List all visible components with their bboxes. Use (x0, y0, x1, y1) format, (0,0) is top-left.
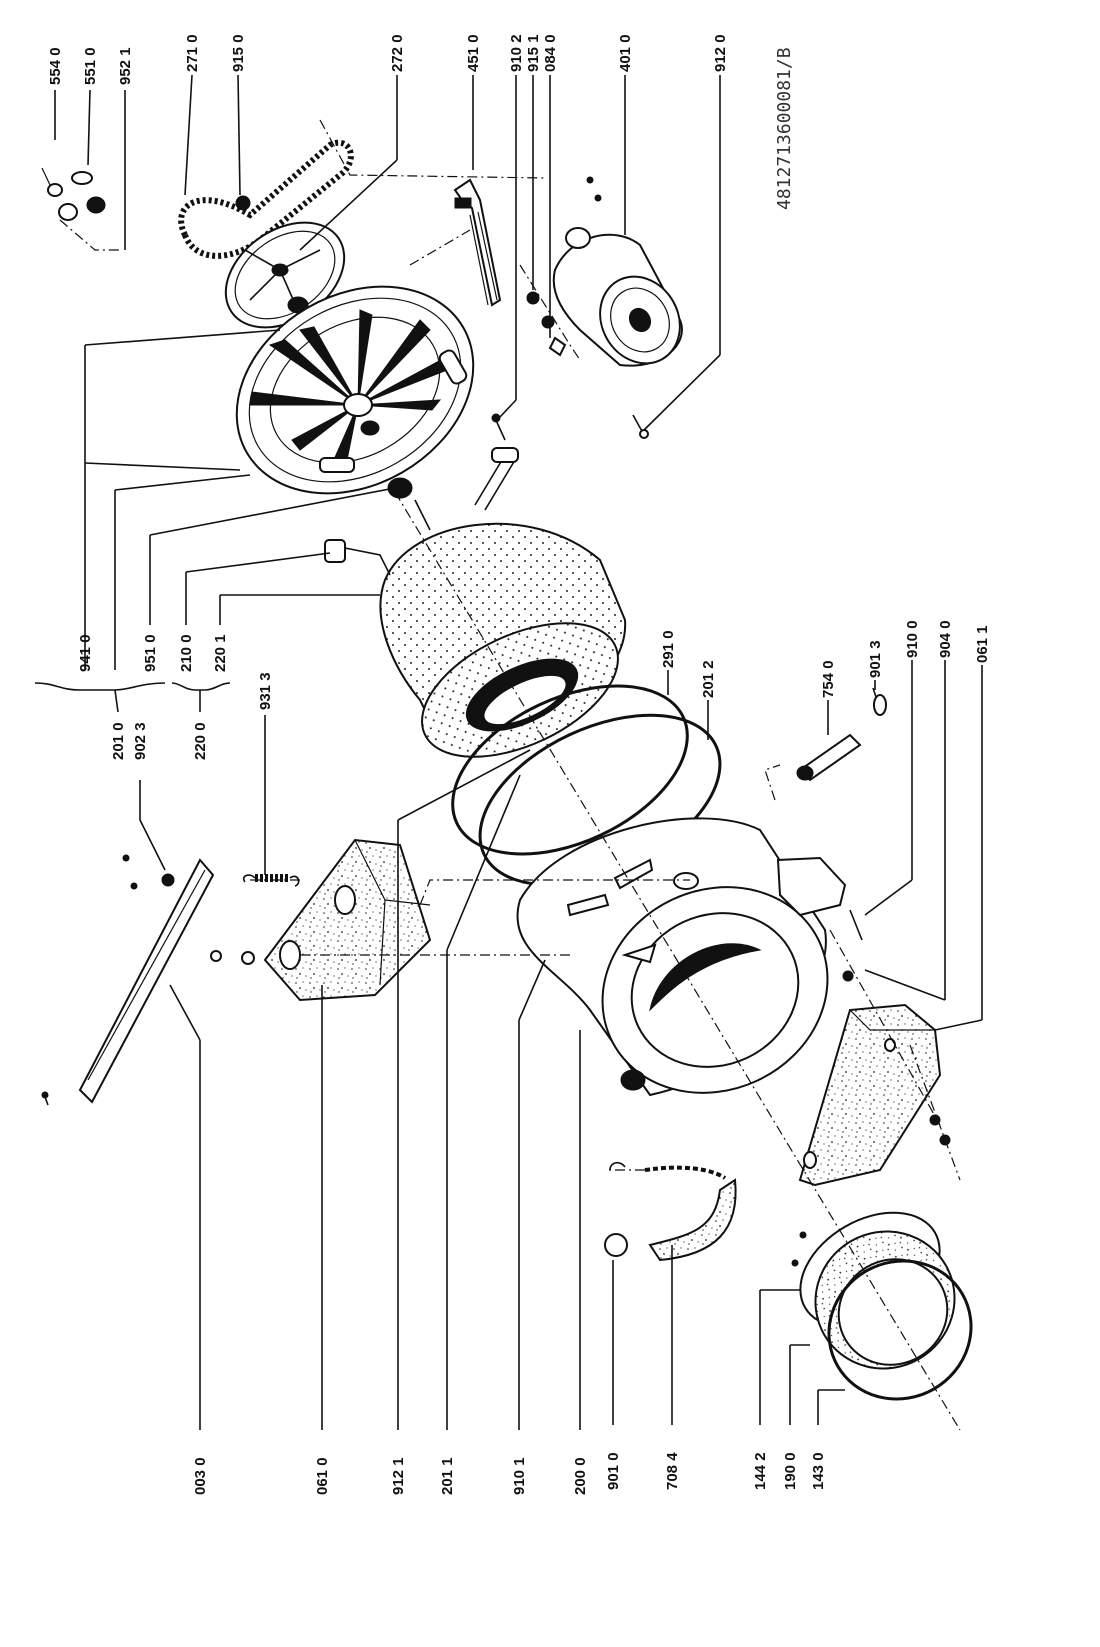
label-061-1: 061 1 (974, 625, 991, 663)
drum-pulley (224, 195, 346, 329)
label-210-0: 210 0 (178, 634, 195, 672)
label-401-0: 401 0 (617, 34, 634, 72)
door-seal-assembly (791, 1211, 973, 1401)
label-220-0: 220 0 (192, 722, 209, 760)
label-554-0: 554 0 (47, 47, 64, 85)
label-915-1: 915 1 (525, 34, 542, 72)
label-201-1: 201 1 (439, 1457, 456, 1495)
label-271-0: 271 0 (184, 34, 201, 72)
label-201-0: 201 0 (110, 722, 127, 760)
label-144-2: 144 2 (752, 1452, 769, 1490)
label-200-0: 200 0 (572, 1457, 589, 1495)
heating-element (453, 178, 502, 307)
label-931-3: 931 3 (257, 672, 274, 710)
suspension-spring (242, 874, 300, 887)
label-201-2: 201 2 (700, 660, 717, 698)
label-143-0: 143 0 (810, 1452, 827, 1490)
washer-right (241, 951, 255, 965)
drive-belt (178, 139, 354, 259)
bearing (387, 477, 413, 499)
label-754-0: 754 0 (820, 660, 837, 698)
label-551-0: 551 0 (82, 47, 99, 85)
label-291-0: 291 0 (660, 630, 677, 668)
label-952-1: 952 1 (117, 47, 134, 85)
leader-lines (34, 74, 983, 1430)
outer-tub (516, 817, 863, 1097)
label-451-0: 451 0 (465, 34, 482, 72)
label-912-1: 912 1 (390, 1457, 407, 1495)
part-number-labels: 554 0 551 0 952 1 271 0 915 0 272 0 451 … (47, 34, 991, 1495)
label-190-0: 190 0 (782, 1452, 799, 1490)
label-084-0: 084 0 (542, 34, 559, 72)
label-220-1: 220 1 (212, 634, 229, 672)
assembly-centerlines (59, 119, 961, 1431)
motor-bolts (491, 413, 649, 441)
label-904-0: 904 0 (937, 620, 954, 658)
label-272-0: 272 0 (389, 34, 406, 72)
washer-left (210, 950, 222, 962)
top-rail (41, 854, 215, 1106)
counterweight-top (263, 838, 432, 1002)
label-915-0: 915 0 (230, 34, 247, 72)
document-reference: 4812713600081/B (774, 47, 795, 210)
label-902-3: 902 3 (132, 722, 149, 760)
label-912-0: 912 0 (712, 34, 729, 72)
label-910-2: 910 2 (508, 34, 525, 72)
label-708-4: 708 4 (664, 1452, 681, 1490)
label-951-0: 951 0 (142, 634, 159, 672)
small-fasteners-group (41, 167, 106, 221)
drum-spider-flange (235, 285, 475, 495)
label-910-1: 910 1 (511, 1457, 528, 1495)
label-941-0: 941 0 (77, 634, 94, 672)
label-901-0: 901 0 (605, 1452, 622, 1490)
label-003-0: 003 0 (192, 1457, 209, 1495)
drain-hose-connector (796, 687, 887, 782)
drain-hose (604, 1161, 737, 1262)
inner-drum (324, 447, 627, 758)
label-901-3: 901 3 (867, 640, 884, 678)
drive-motor (526, 176, 683, 367)
label-061-0: 061 0 (314, 1457, 331, 1495)
counterweight-bottom (798, 970, 951, 1187)
label-910-0: 910 0 (904, 620, 921, 658)
